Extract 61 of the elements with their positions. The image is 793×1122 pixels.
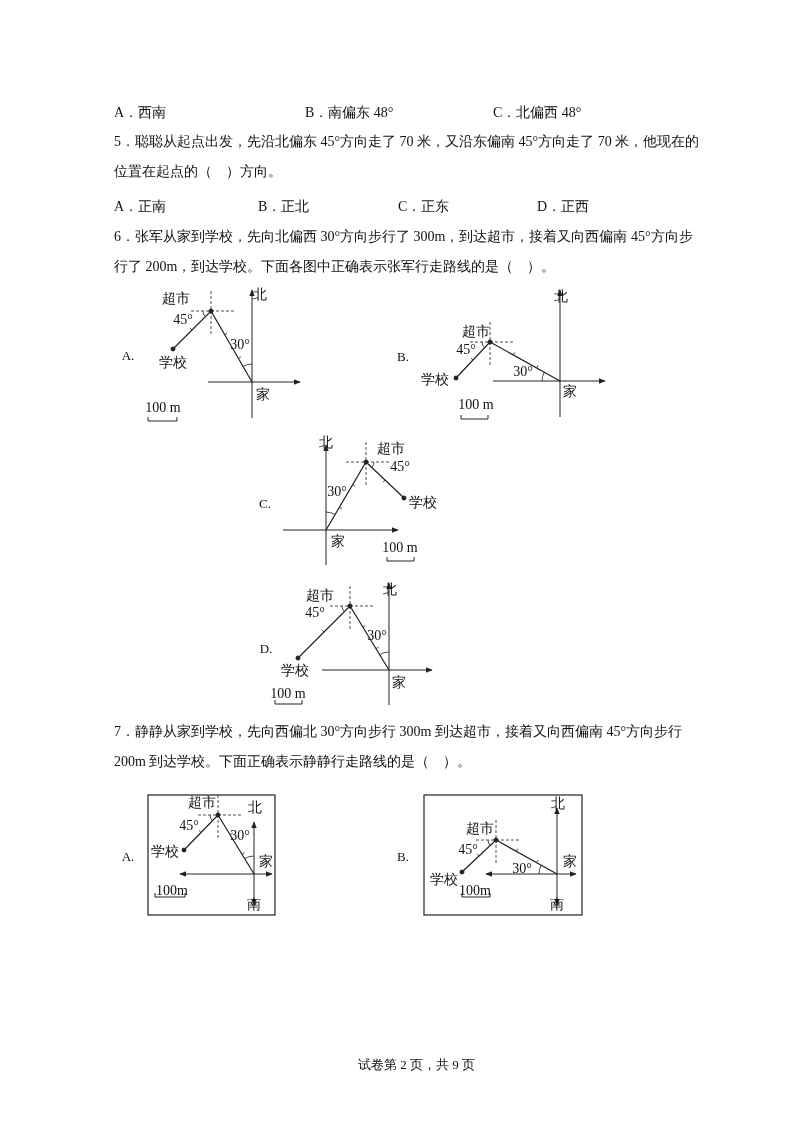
place-label: 超市 [306, 589, 334, 603]
answer-option: B．正北 [258, 192, 310, 221]
scale-label: 100 m [382, 541, 418, 555]
scale-label: 100m [459, 884, 491, 898]
place-label: 家 [259, 855, 273, 869]
direction-label: 北 [248, 801, 262, 815]
answer-option: A．西南 [114, 98, 167, 127]
angle-label: 45° [179, 819, 199, 833]
place-label: 家 [331, 535, 345, 549]
question-text: 5．聪聪从起点出发，先沿北偏东 45°方向走了 70 米，又沿东偏南 45°方向走了 70 米，他现在的位置在起点的（ ）方向。 [114, 133, 701, 181]
angle-label: 30° [230, 829, 250, 843]
option-letter: D. [259, 641, 273, 655]
page-footer: 试卷第 2 页，共 9 页 [358, 1050, 475, 1079]
question-text: 7．静静从家到学校，先向西偏北 30°方向步行 300m 到达超市，接着又向西偏南 45°方向步行 200m 到达学校。下面正确表示静静行走路线的是（ ）。 [114, 723, 684, 771]
question-text: 6．张军从家到学校，先向北偏西 30°方向步行了 300m，到达超市，接着又向西偏南 45°方向步行了 200m，到达学校。下面各图中正确表示张军行走路线的是（ ）。 [114, 228, 694, 276]
scale-label: 100 m [270, 687, 306, 701]
place-label: 超市 [377, 442, 405, 456]
angle-label: 30° [512, 862, 532, 876]
angle-label: 45° [456, 343, 476, 357]
angle-label: 30° [230, 338, 250, 352]
option-letter: A. [121, 849, 135, 863]
angle-label: 30° [513, 365, 533, 379]
answer-option: D．正西 [537, 192, 590, 221]
place-label: 超市 [462, 325, 490, 339]
angle-label: 30° [367, 629, 387, 643]
direction-label: 南 [247, 898, 261, 912]
direction-label: 南 [550, 898, 564, 912]
direction-label: 北 [383, 583, 397, 597]
place-label: 家 [256, 388, 270, 402]
option-letter: B. [397, 849, 409, 863]
answer-option: C．正东 [398, 192, 450, 221]
place-label: 家 [563, 385, 577, 399]
scale-label: 100m [156, 884, 188, 898]
place-label: 学校 [151, 845, 179, 859]
scale-label: 100 m [458, 398, 494, 412]
place-label: 学校 [421, 373, 449, 387]
direction-label: 北 [551, 797, 565, 811]
option-letter: C. [259, 496, 271, 510]
answer-option: A．正南 [114, 192, 167, 221]
option-letter: B. [397, 349, 409, 363]
place-label: 学校 [159, 356, 187, 370]
answer-option: C．北偏西 48° [493, 98, 582, 127]
place-label: 家 [392, 676, 406, 690]
angle-label: 45° [458, 843, 478, 857]
angle-label: 45° [390, 460, 410, 474]
angle-label: 45° [305, 606, 325, 620]
place-label: 学校 [281, 664, 309, 678]
scale-label: 100 m [145, 401, 181, 415]
place-label: 超市 [188, 796, 216, 810]
place-label: 家 [563, 855, 577, 869]
angle-label: 30° [327, 485, 347, 499]
place-label: 学校 [430, 873, 458, 887]
place-label: 学校 [409, 496, 437, 510]
answer-option: B．南偏东 48° [305, 98, 394, 127]
direction-label: 北 [253, 288, 267, 302]
option-letter: A. [121, 348, 135, 362]
place-label: 超市 [162, 292, 190, 306]
direction-label: 北 [319, 436, 333, 450]
place-label: 超市 [466, 822, 494, 836]
angle-label: 45° [173, 313, 193, 327]
direction-label: 北 [554, 290, 568, 304]
